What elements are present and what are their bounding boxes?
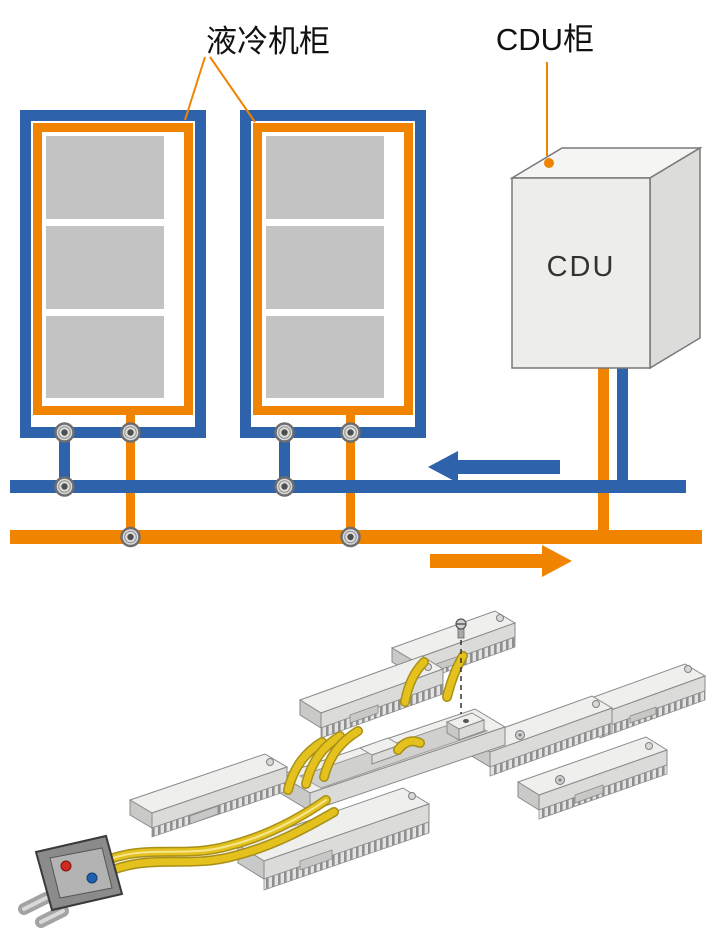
liquid-cooling-cabinet-2: [240, 110, 426, 544]
pipe-couplings: [54, 422, 361, 548]
pipe-coupling: [120, 526, 141, 548]
label-liquid-cooling-cabinet: 液冷机柜: [206, 24, 330, 59]
leader-dot: [544, 158, 554, 168]
cdu-box-label: CDU: [547, 251, 616, 283]
screw-shaft: [457, 628, 465, 639]
leader-line: [184, 56, 206, 121]
return-drop-pipe: [59, 438, 70, 493]
pipe-coupling: [274, 422, 295, 443]
cdu-connection-pipes: [598, 365, 628, 544]
blue-indicator: [86, 872, 98, 884]
liquid-cooling-cabinet-1: [20, 110, 206, 544]
return-manifold: [10, 480, 686, 493]
red-indicator: [60, 860, 72, 872]
server-nodes-cabinet-1: [46, 136, 164, 398]
supply-drop-pipe: [346, 415, 355, 544]
pipe-coupling: [274, 476, 295, 497]
quick-connector: [18, 834, 124, 928]
supply-drop-pipe: [126, 415, 135, 544]
cdu-box: CDU: [509, 146, 703, 370]
pipe-coupling: [340, 526, 361, 548]
server-nodes-cabinet-2: [266, 136, 384, 398]
screw-insertion-indicator: [455, 618, 467, 714]
module-upper-left: [298, 655, 445, 739]
label-cdu-cabinet: CDU柜: [496, 22, 594, 57]
pipe-coupling: [120, 422, 141, 443]
screw-target-block: [445, 712, 486, 741]
module-lower-right: [516, 736, 669, 820]
flow-arrow-blue-left-icon: [428, 451, 560, 483]
pipe-coupling: [54, 476, 75, 497]
coolant-tubes: [85, 651, 468, 883]
piping-schematic: CDU 液冷机柜 CDU柜: [10, 22, 703, 577]
pipe-coupling: [54, 422, 75, 443]
pipe-coupling: [340, 422, 361, 443]
return-drop-pipe: [279, 438, 290, 493]
flow-arrow-orange-right-icon: [430, 545, 572, 577]
schematic-labels: 液冷机柜 CDU柜: [184, 22, 594, 168]
cold-plate-assembly-illustration: [18, 610, 707, 928]
leader-line: [209, 56, 256, 123]
module-left: [128, 753, 289, 838]
